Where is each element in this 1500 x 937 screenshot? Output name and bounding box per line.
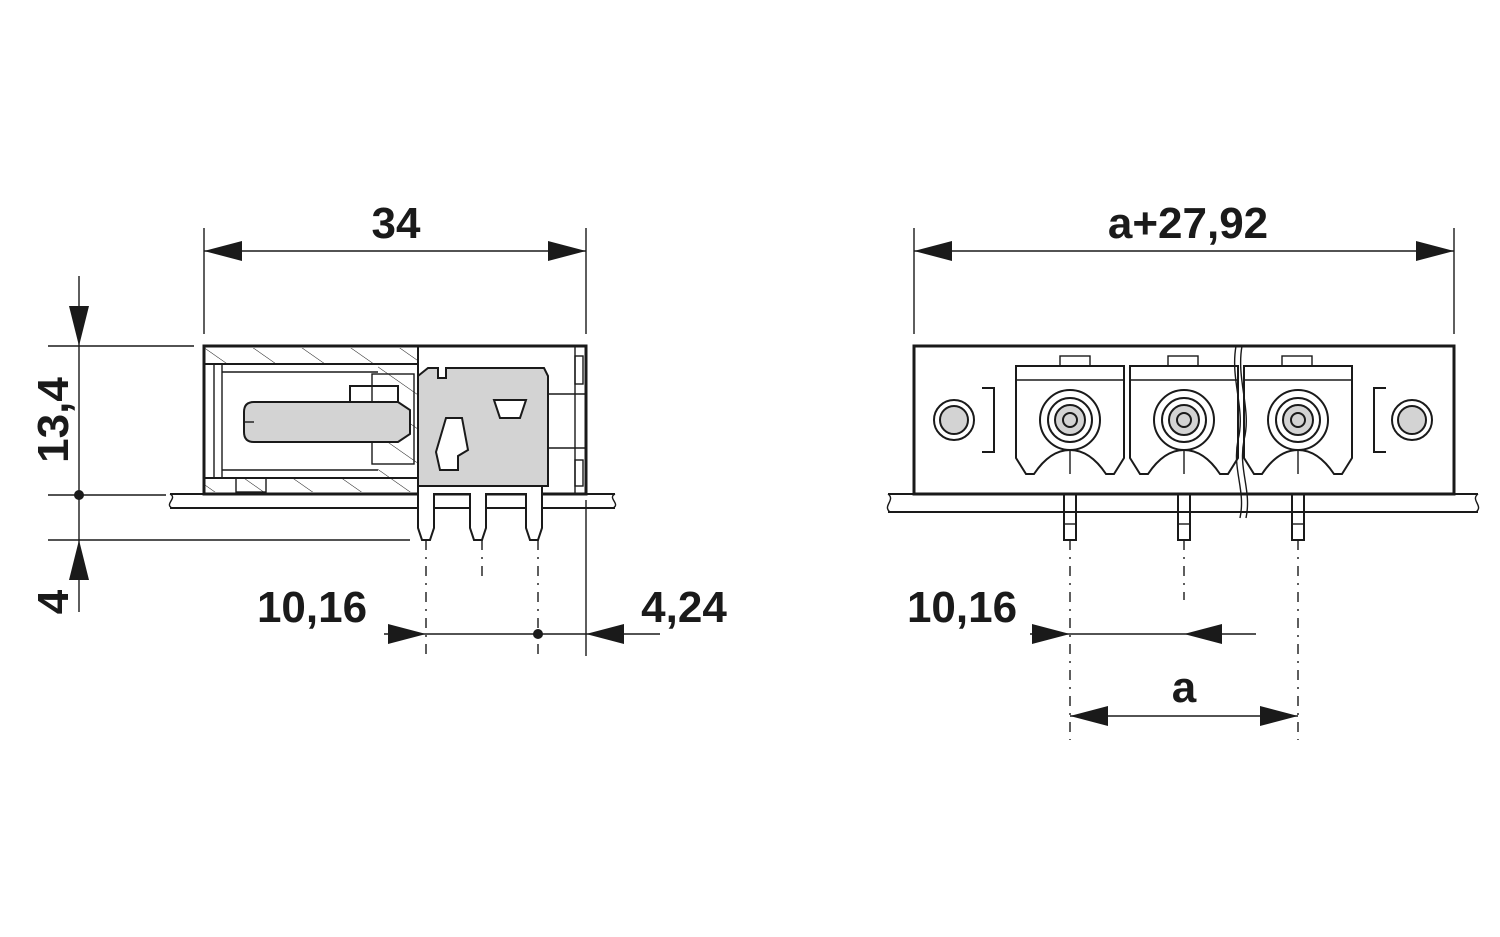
dim-side-pitch: 10,16 4,24 <box>257 500 727 656</box>
dim-front-span-label: a <box>1172 663 1197 712</box>
side-contact-pin <box>243 401 411 443</box>
dim-side-width: 34 <box>203 199 587 334</box>
dim-front-span: a <box>1070 663 1298 726</box>
dim-side-offset-label: 4,24 <box>641 583 727 632</box>
front-pcb <box>886 493 1480 513</box>
dim-front-width-label: a+27,92 <box>1108 199 1268 248</box>
dim-front-pitch-label: 10,16 <box>907 583 1017 632</box>
front-terminal-3 <box>1243 355 1353 475</box>
side-pcb <box>168 493 617 509</box>
front-terminal-1 <box>1015 355 1125 475</box>
side-contact-plate <box>417 367 549 487</box>
dim-front-pitch: 10,16 <box>907 583 1256 644</box>
front-break-line <box>1233 345 1243 519</box>
dim-side-height-label: 13,4 <box>29 377 78 463</box>
dim-side-pitch-label: 10,16 <box>257 583 367 632</box>
front-mount-right <box>1373 387 1433 453</box>
dim-side-height: 13,4 4 <box>29 276 410 614</box>
dim-front-width: a+27,92 <box>913 199 1455 334</box>
side-view: 34 13,4 4 10,16 4,24 <box>29 199 727 656</box>
dim-side-width-label: 34 <box>372 199 421 248</box>
front-view: a+27,92 10,16 a <box>886 199 1480 740</box>
dim-side-pin-length-label: 4 <box>29 589 78 614</box>
front-mount-left <box>933 387 995 453</box>
front-terminal-2 <box>1129 355 1239 475</box>
side-solder-legs <box>417 485 543 541</box>
front-pins <box>1063 493 1305 541</box>
